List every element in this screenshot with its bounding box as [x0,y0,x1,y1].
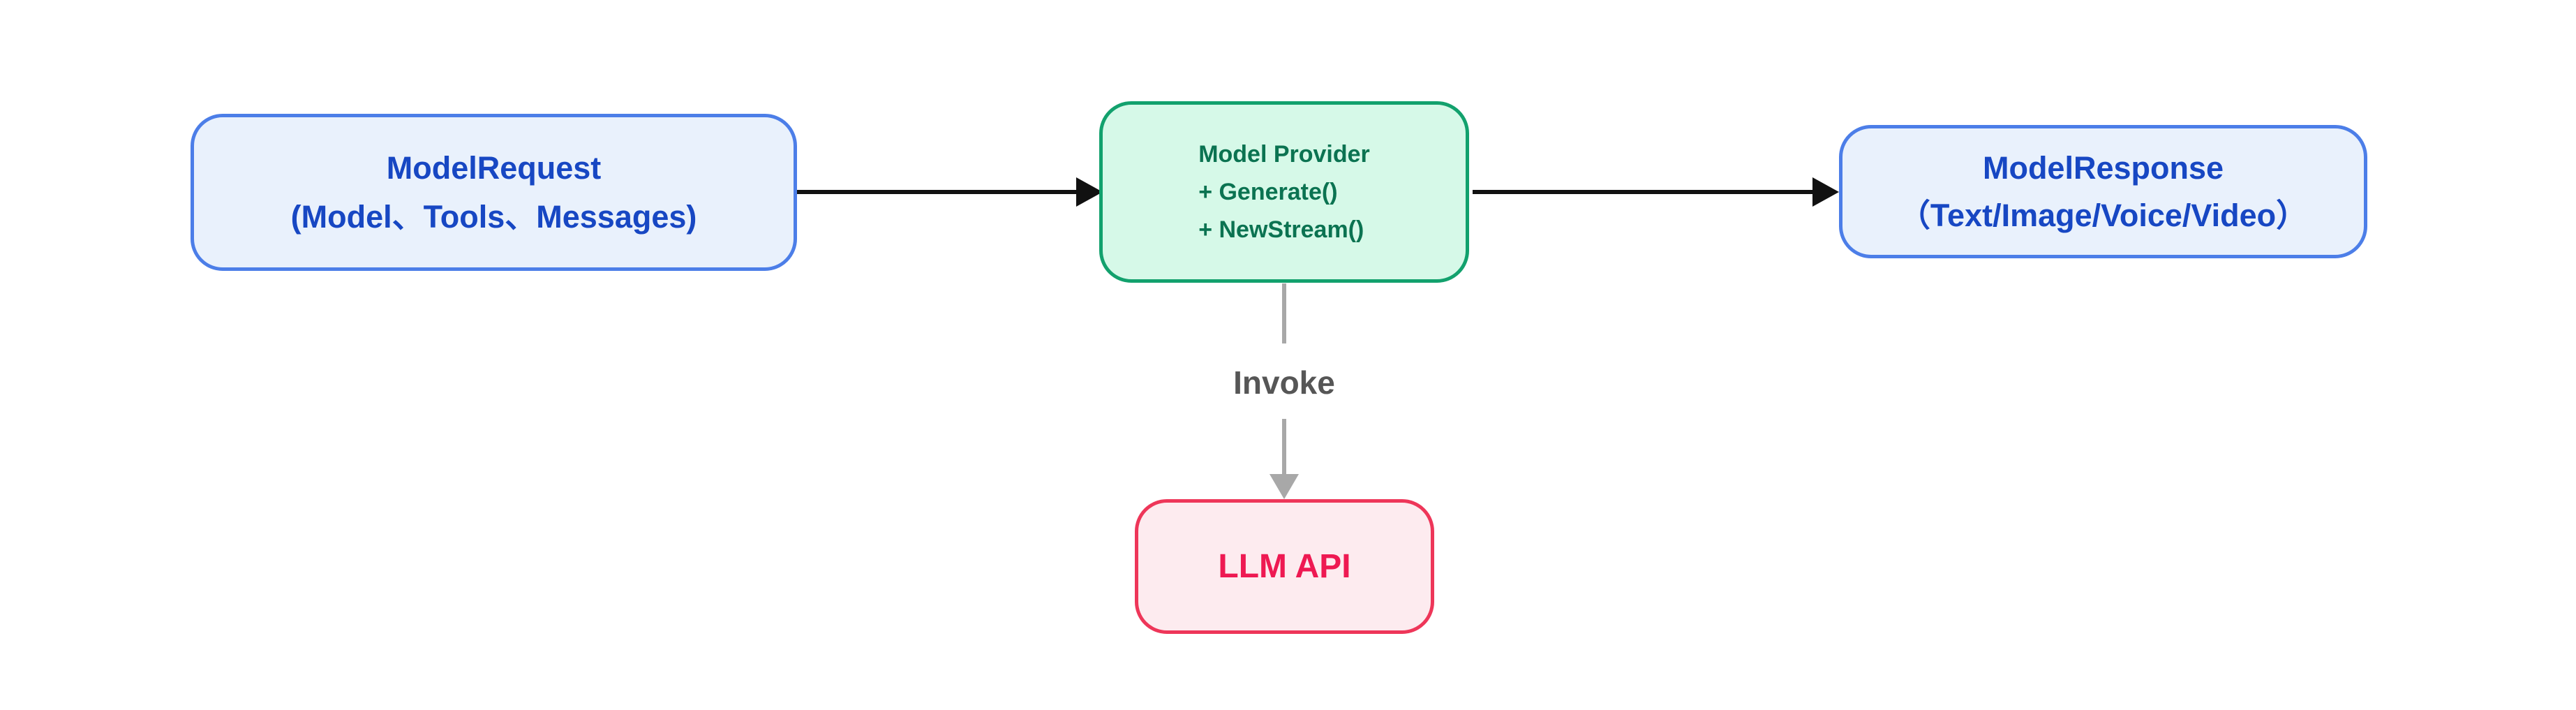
arrow-line [1282,419,1286,476]
model-provider-title: Model Provider [1198,141,1370,168]
arrow-head-right-icon [1812,177,1839,207]
arrow-line [797,190,1079,194]
node-model-request: ModelRequest (Model、Tools、Messages) [191,114,797,271]
llm-api-title: LLM API [1218,548,1351,585]
model-request-subtitle: (Model、Tools、Messages) [290,198,697,235]
arrow-head-down-icon [1270,474,1299,499]
invoke-edge-label: Invoke [1233,364,1335,401]
model-response-title: ModelResponse [1982,149,2224,186]
arrow-head-right-icon [1076,177,1103,207]
model-provider-text-block: Model Provider + Generate() + NewStream(… [1198,135,1370,249]
model-provider-method-generate: + Generate() [1198,179,1338,205]
node-model-response: ModelResponse （Text/Image/Voice/Video） [1839,125,2367,258]
arrow-request-to-provider [797,177,1103,207]
node-llm-api: LLM API [1135,499,1434,634]
arrow-provider-to-llm [1270,283,1299,499]
arrow-provider-to-response [1473,177,1839,207]
model-provider-method-newstream: + NewStream() [1198,216,1364,243]
arrow-line [1473,190,1815,194]
node-model-provider: Model Provider + Generate() + NewStream(… [1099,101,1469,283]
model-request-title: ModelRequest [386,149,602,186]
model-response-subtitle: （Text/Image/Voice/Video） [1898,197,2308,233]
arrow-line [1282,283,1286,343]
